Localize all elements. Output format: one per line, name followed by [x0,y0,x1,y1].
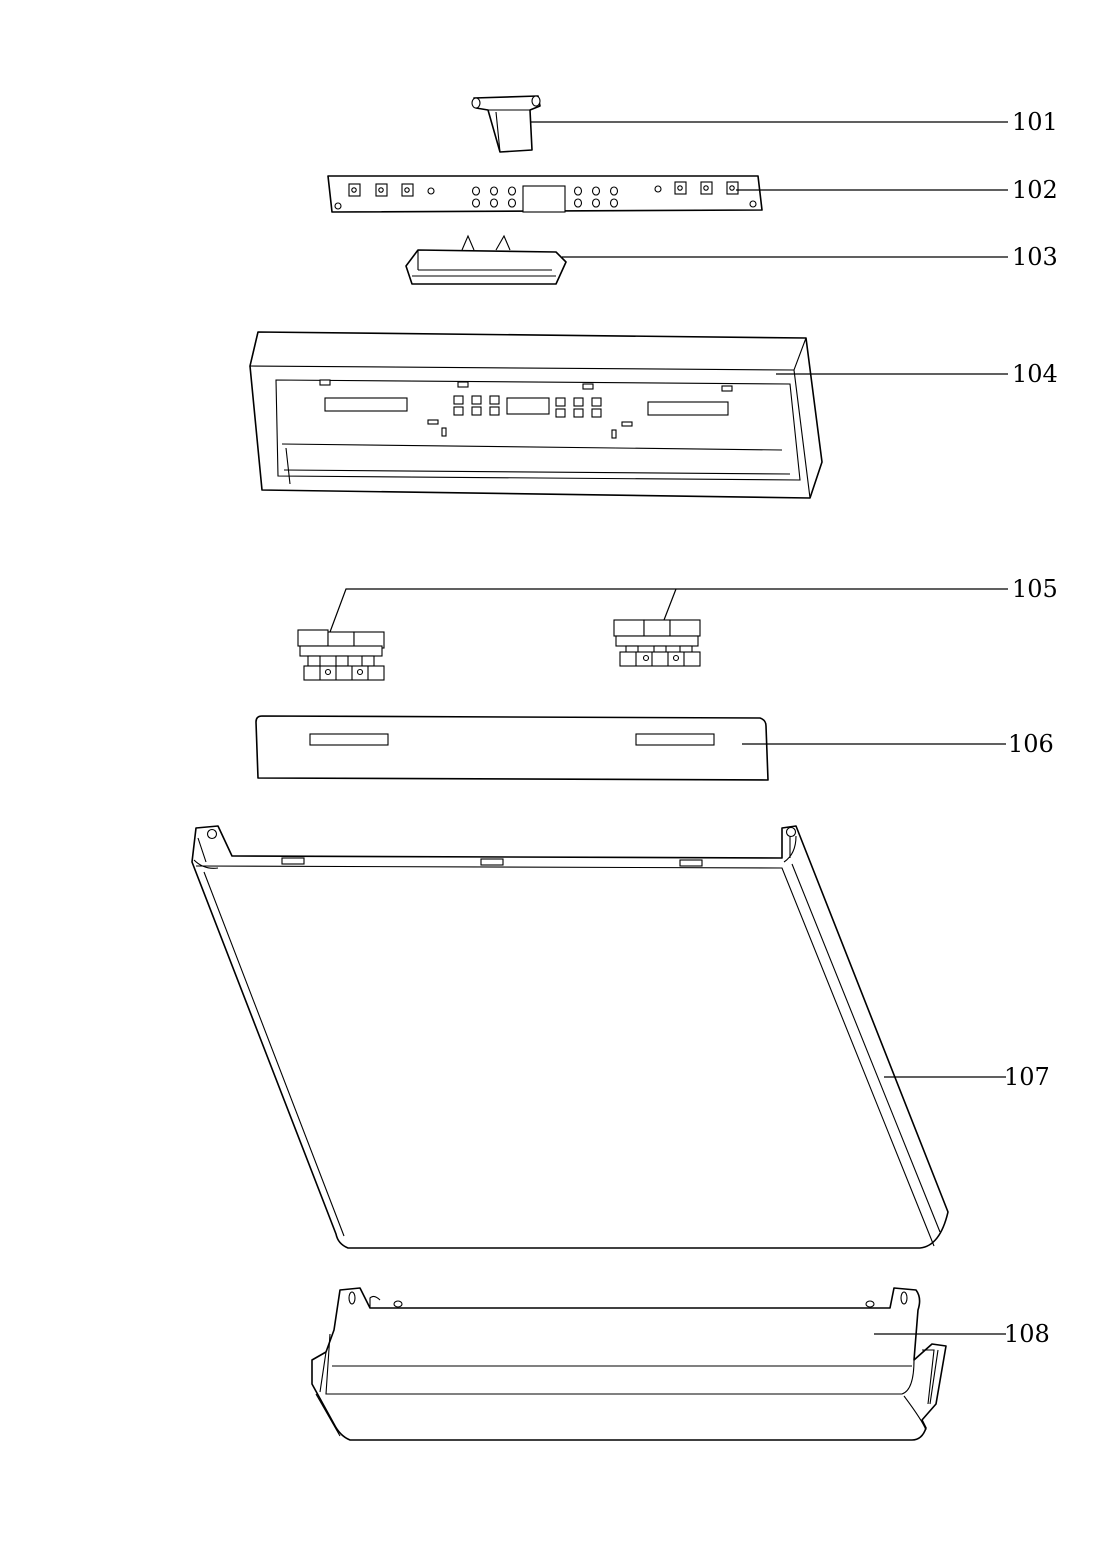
part-101-bracket [471,95,541,153]
part-104-panel-housing [249,331,823,499]
part-103-display-module [405,234,567,285]
part-105-button-block-left [297,629,385,681]
part-108-bottom-cover [311,1287,947,1441]
leader-105-right [663,588,677,621]
callout-107: 107 [1004,1063,1050,1091]
callout-104: 104 [1012,360,1058,388]
part-102-control-board [327,175,763,213]
callout-labels: 101 102 103 104 105 106 107 108 [1004,108,1058,1348]
part-106-trim-strip [255,715,769,781]
callout-103: 103 [1012,243,1058,271]
leader-lines [329,121,1008,1335]
leader-105-left [329,588,1008,633]
callout-102: 102 [1012,176,1058,204]
part-105-button-block-right [613,619,701,667]
callout-106: 106 [1008,730,1054,758]
part-107-door-panel [191,825,949,1249]
callout-105: 105 [1012,575,1058,603]
callout-108: 108 [1004,1320,1050,1348]
callout-101: 101 [1012,108,1058,136]
